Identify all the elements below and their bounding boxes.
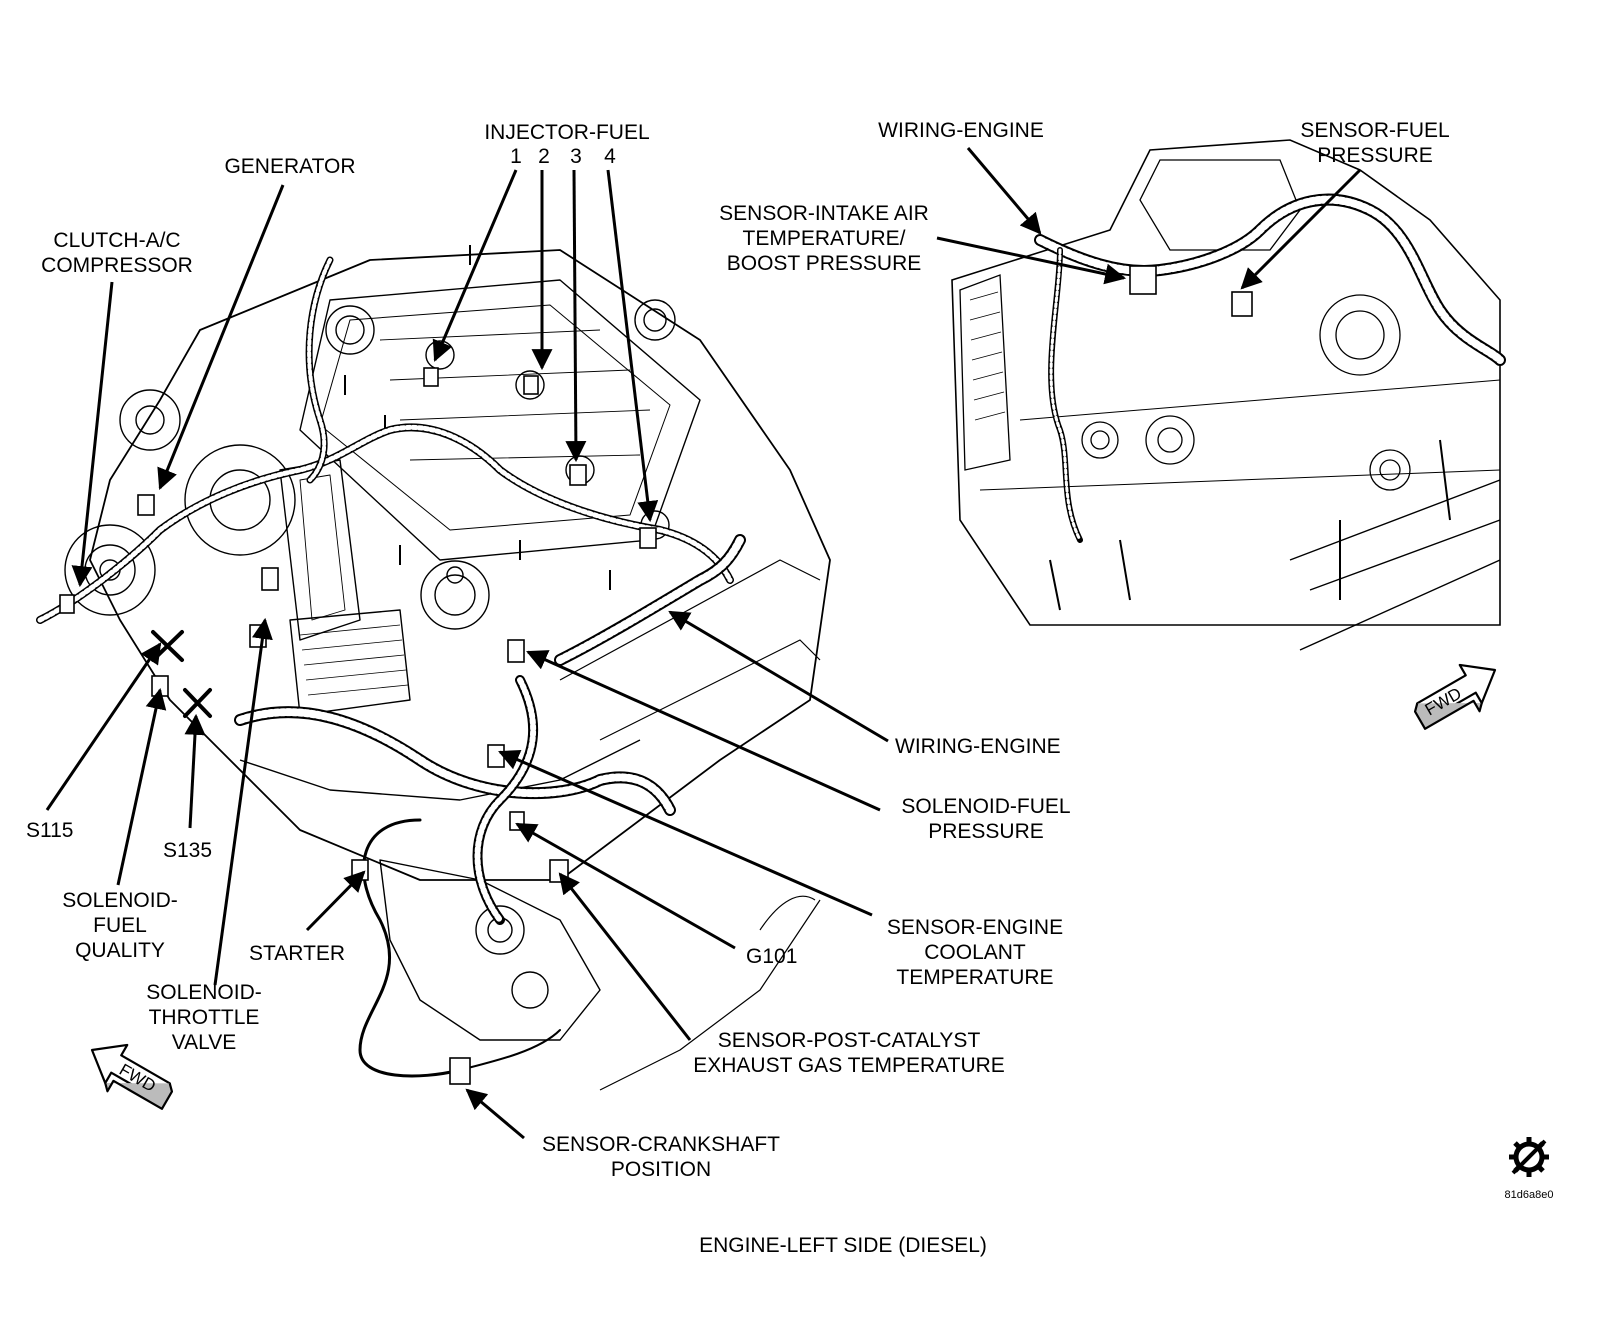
leader-generator (157, 184, 285, 490)
leader-injector-4 (606, 169, 659, 523)
leader-injector-1 (432, 169, 518, 362)
label-generator: GENERATOR (224, 155, 356, 178)
splice-marks (151, 630, 212, 718)
leader-wiring-engine-detail (966, 147, 1042, 235)
sensor-crankshaft-line-1: SENSOR-CRANKSHAFT (541, 1133, 781, 1156)
label-sensor-post-catalyst: SENSOR-POST-CATALYST EXHAUST GAS TEMPERA… (693, 1028, 1005, 1078)
solenoid-fuel-quality-line-3: QUALITY (75, 939, 165, 962)
solenoid-fuel-pressure-line-1: SOLENOID-FUEL (901, 795, 1071, 818)
injector-number-3: 3 (570, 145, 582, 168)
figure-ref-code: 81d6a8e0 (1504, 1189, 1554, 1201)
label-injector-fuel: INJECTOR-FUEL (484, 120, 649, 145)
leader-sensor-fuel-pressure (1240, 168, 1362, 290)
label-s135: S135 (163, 839, 213, 862)
sensor-post-catalyst-line-2: EXHAUST GAS TEMPERATURE (693, 1054, 1005, 1077)
label-solenoid-fuel-quality: SOLENOID- FUEL QUALITY (62, 888, 178, 963)
leader-arrows (45, 147, 1362, 1140)
injector-3-connector (569, 464, 587, 486)
solenoid-throttle-line-3: VALVE (171, 1031, 237, 1054)
sensor-fuel-pressure-line-2: PRESSURE (1317, 144, 1433, 167)
label-solenoid-throttle-valve: SOLENOID- THROTTLE VALVE (146, 980, 262, 1055)
intake-air-sensor-connector (1129, 265, 1157, 295)
leader-g101 (515, 822, 736, 950)
leader-sensor-intake-air (936, 236, 1127, 285)
sensor-engine-coolant-line-1: SENSOR-ENGINE (886, 916, 1064, 939)
injector-number-1: 1 (510, 145, 522, 168)
label-sensor-intake-air: SENSOR-INTAKE AIR TEMPERATURE/ BOOST PRE… (719, 201, 929, 276)
leader-sensor-engine-coolant (498, 749, 873, 917)
clutch-ac-line-1: CLUTCH-A/C (53, 229, 181, 252)
label-solenoid-fuel-pressure: SOLENOID-FUEL PRESSURE (901, 794, 1070, 844)
label-g101: G101 (746, 945, 798, 968)
solenoid-throttle-line-2: THROTTLE (148, 1006, 260, 1029)
sensor-intake-air-line-2: TEMPERATURE/ (742, 227, 906, 250)
label-wiring-engine-detail: WIRING-ENGINE (878, 119, 1044, 142)
crankshaft-connector (449, 1057, 471, 1085)
solenoid-fuel-pressure-line-2: PRESSURE (928, 820, 1044, 843)
sensor-fuel-pressure-line-1: SENSOR-FUEL (1300, 119, 1450, 142)
sensor-intake-air-line-1: SENSOR-INTAKE AIR (719, 202, 929, 225)
sensor-crankshaft-line-2: POSITION (610, 1158, 712, 1181)
injector-4-connector (639, 527, 657, 549)
main-engine-drawing (64, 245, 831, 1091)
sensor-intake-air-line-3: BOOST PRESSURE (726, 252, 922, 275)
leader-sensor-crankshaft (465, 1088, 525, 1140)
inset-harness (1034, 193, 1506, 543)
label-sensor-engine-coolant: SENSOR-ENGINE COOLANT TEMPERATURE (887, 915, 1063, 990)
detail-inset-drawing (951, 139, 1501, 651)
leader-starter (305, 870, 366, 932)
leader-sensor-post-catalyst (558, 872, 692, 1041)
fwd-arrow-detail: FWD (1413, 663, 1497, 730)
leader-clutch-ac (71, 281, 114, 588)
injector-number-4: 4 (604, 145, 616, 168)
leader-solenoid-fuel-pressure (526, 650, 881, 812)
figure-caption: ENGINE-LEFT SIDE (DIESEL) (699, 1234, 987, 1257)
fuel-pressure-sensor-connector (1231, 291, 1253, 317)
leader-wiring-engine-main (668, 610, 889, 743)
solenoid-fuel-quality-line-2: FUEL (93, 914, 147, 937)
leader-s135 (184, 713, 206, 829)
label-sensor-crankshaft-position: SENSOR-CRANKSHAFT POSITION (542, 1132, 780, 1182)
gear-logo-icon (1509, 1137, 1549, 1177)
leader-s115 (45, 642, 162, 811)
sensor-engine-coolant-line-3: TEMPERATURE (896, 966, 1054, 989)
injector-1-connector (423, 367, 439, 387)
solenoid-throttle-line-1: SOLENOID- (146, 981, 262, 1004)
leader-solenoid-fuel-quality (116, 687, 167, 886)
injector-fuel-title: INJECTOR-FUEL (484, 121, 650, 144)
solenoid-fuel-quality-line-1: SOLENOID- (62, 889, 178, 912)
sensor-post-catalyst-line-1: SENSOR-POST-CATALYST (717, 1029, 981, 1052)
s135-splice-mark (183, 688, 212, 718)
injector-2-connector (523, 375, 539, 395)
connectors (59, 367, 657, 1085)
label-s115: S115 (26, 819, 74, 842)
injector-number-2: 2 (538, 145, 550, 168)
label-clutch-ac-compressor: CLUTCH-A/C COMPRESSOR (41, 228, 193, 278)
label-wiring-engine-main: WIRING-ENGINE (895, 735, 1061, 758)
sensor-engine-coolant-line-2: COOLANT (924, 941, 1026, 964)
label-starter: STARTER (249, 942, 346, 965)
label-sensor-fuel-pressure: SENSOR-FUEL PRESSURE (1300, 118, 1449, 168)
clutch-ac-line-2: COMPRESSOR (41, 254, 193, 277)
leader-injector-3 (565, 169, 587, 463)
leader-solenoid-throttle (213, 617, 273, 986)
